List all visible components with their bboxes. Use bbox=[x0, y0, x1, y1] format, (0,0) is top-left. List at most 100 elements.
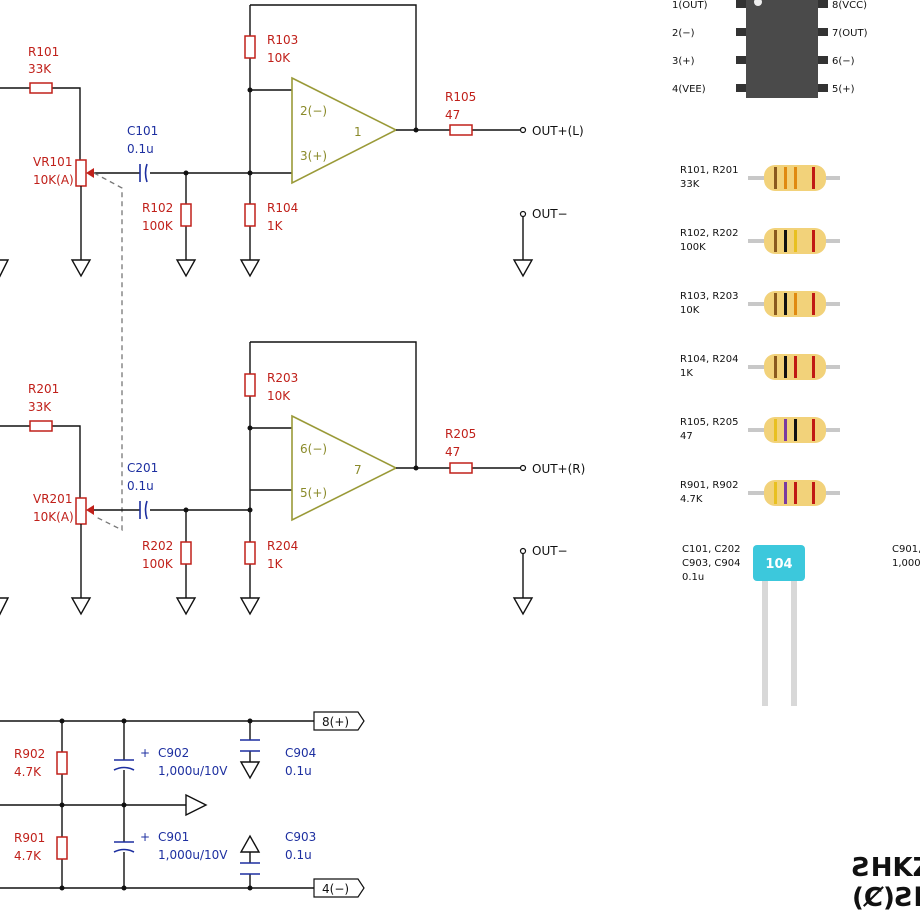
ic-pin-3: 3(+) bbox=[672, 56, 695, 67]
resistor-part-name: R105, R205 bbox=[680, 417, 738, 428]
c904-value: 0.1u bbox=[285, 764, 312, 778]
ground-symbols-l bbox=[0, 259, 534, 278]
r201-label: R201 bbox=[28, 382, 59, 396]
resistor-color-band bbox=[784, 230, 787, 252]
r203-resistor bbox=[244, 373, 256, 397]
r102-resistor bbox=[180, 203, 192, 227]
r204-label: R204 bbox=[267, 539, 298, 553]
r202-resistor bbox=[180, 541, 192, 565]
out-r-gnd-label: OUT− bbox=[532, 544, 568, 558]
r203-value: 10K bbox=[267, 389, 291, 403]
ic-pin-4: 4(VEE) bbox=[672, 84, 706, 95]
out-l-label: OUT+(L) bbox=[532, 124, 584, 138]
out-r-label: OUT+(R) bbox=[532, 462, 585, 476]
resistor-part-name: R104, R204 bbox=[680, 354, 738, 365]
r202-value: 100K bbox=[142, 557, 174, 571]
c901-label: C901 bbox=[158, 830, 189, 844]
r202-label: R202 bbox=[142, 539, 173, 553]
vee-port-label: 4(−) bbox=[322, 882, 349, 896]
r205-label: R205 bbox=[445, 427, 476, 441]
r204-value: 1K bbox=[267, 557, 284, 571]
resistor-part-value: 100K bbox=[680, 242, 706, 253]
resistor-part-value: 4.7K bbox=[680, 494, 703, 505]
resistor-color-band bbox=[774, 230, 777, 252]
r902-value: 4.7K bbox=[14, 765, 42, 779]
cap-part2-line2: 1,000 bbox=[892, 558, 920, 569]
opamp-1-noninv-pin: 3(+) bbox=[300, 149, 327, 163]
resistor-color-band bbox=[784, 293, 787, 315]
r102-value: 100K bbox=[142, 219, 174, 233]
ceramic-cap-body bbox=[753, 545, 805, 581]
resistor-part-value: 1K bbox=[680, 368, 693, 379]
resistor-part-name: R103, R203 bbox=[680, 291, 738, 302]
c901-cap bbox=[113, 841, 135, 853]
c902-value: 1,000u/10V bbox=[158, 764, 228, 778]
out-l-gnd-terminal bbox=[519, 210, 527, 218]
c904-label: C904 bbox=[285, 746, 316, 760]
channel-right: R201 33K VR201 10K(A) C201 0.1u R202 100… bbox=[0, 341, 585, 616]
resistor-part-name: R101, R201 bbox=[680, 165, 738, 176]
r101-value: 33K bbox=[28, 62, 52, 76]
resistor-color-band bbox=[784, 419, 787, 441]
r105-label: R105 bbox=[445, 90, 476, 104]
brand-line1: ƧHKZ bbox=[852, 853, 920, 883]
vcc-port-label: 8(+) bbox=[322, 715, 349, 729]
resistor-color-band bbox=[784, 356, 787, 378]
ground-symbols-r bbox=[0, 597, 534, 616]
c902-cap bbox=[113, 759, 135, 771]
resistor-color-band bbox=[774, 482, 777, 504]
r205-value: 47 bbox=[445, 445, 460, 459]
c901-value: 1,000u/10V bbox=[158, 848, 228, 862]
ic-pin-7: 7(OUT) bbox=[832, 28, 868, 39]
resistor-color-band bbox=[774, 167, 777, 189]
resistor-color-band bbox=[784, 167, 787, 189]
resistor-color-band bbox=[812, 230, 815, 252]
out-l-gnd-label: OUT− bbox=[532, 207, 568, 221]
ic-pin-2: 2(−) bbox=[672, 28, 695, 39]
opamp-7-inv-pin: 6(−) bbox=[300, 442, 327, 456]
r104-label: R104 bbox=[267, 201, 298, 215]
resistor-color-band bbox=[812, 167, 815, 189]
c903-label: C903 bbox=[285, 830, 316, 844]
brand-logo: ƧHKZ (Ȼ)Ƨŀ bbox=[852, 853, 920, 913]
opamp-7-noninv-pin: 5(+) bbox=[300, 486, 327, 500]
resistor-color-band bbox=[794, 293, 797, 315]
resistor-color-band bbox=[794, 419, 797, 441]
vr201-wiper bbox=[86, 505, 94, 515]
r102-label: R102 bbox=[142, 201, 173, 215]
r103-label: R103 bbox=[267, 33, 298, 47]
ceramic-cap-leads bbox=[762, 581, 797, 706]
c901-plus: + bbox=[140, 830, 150, 844]
vr201-value: 10K(A) bbox=[33, 510, 74, 524]
resistor-part-3: R104, R204 1K bbox=[680, 354, 840, 380]
vgnd-buffer-symbol bbox=[185, 793, 208, 817]
resistor-part-1: R102, R202 100K bbox=[680, 228, 840, 254]
resistor-color-band bbox=[812, 356, 815, 378]
resistor-color-band bbox=[774, 356, 777, 378]
resistor-color-band bbox=[784, 482, 787, 504]
vr201-label: VR201 bbox=[33, 492, 72, 506]
opamp-1 bbox=[291, 76, 398, 185]
c903-value: 0.1u bbox=[285, 848, 312, 862]
power-supply: R902 4.7K R901 4.7K + C902 1,000u/10V + … bbox=[0, 711, 365, 898]
r902-label: R902 bbox=[14, 747, 45, 761]
out-r-gnd-terminal bbox=[519, 547, 527, 555]
ic-pin-8: 8(VCC) bbox=[832, 0, 867, 11]
r101-resistor bbox=[29, 82, 53, 94]
r203-label: R203 bbox=[267, 371, 298, 385]
resistor-part-name: R102, R202 bbox=[680, 228, 738, 239]
c201-cap bbox=[139, 500, 148, 520]
resistor-color-band bbox=[774, 293, 777, 315]
c101-label: C101 bbox=[127, 124, 158, 138]
r201-resistor bbox=[29, 420, 53, 432]
resistor-color-band bbox=[774, 419, 777, 441]
vr101-pot bbox=[75, 159, 87, 187]
resistor-color-band bbox=[794, 482, 797, 504]
c201-value: 0.1u bbox=[127, 479, 154, 493]
c904-cap bbox=[240, 739, 260, 752]
